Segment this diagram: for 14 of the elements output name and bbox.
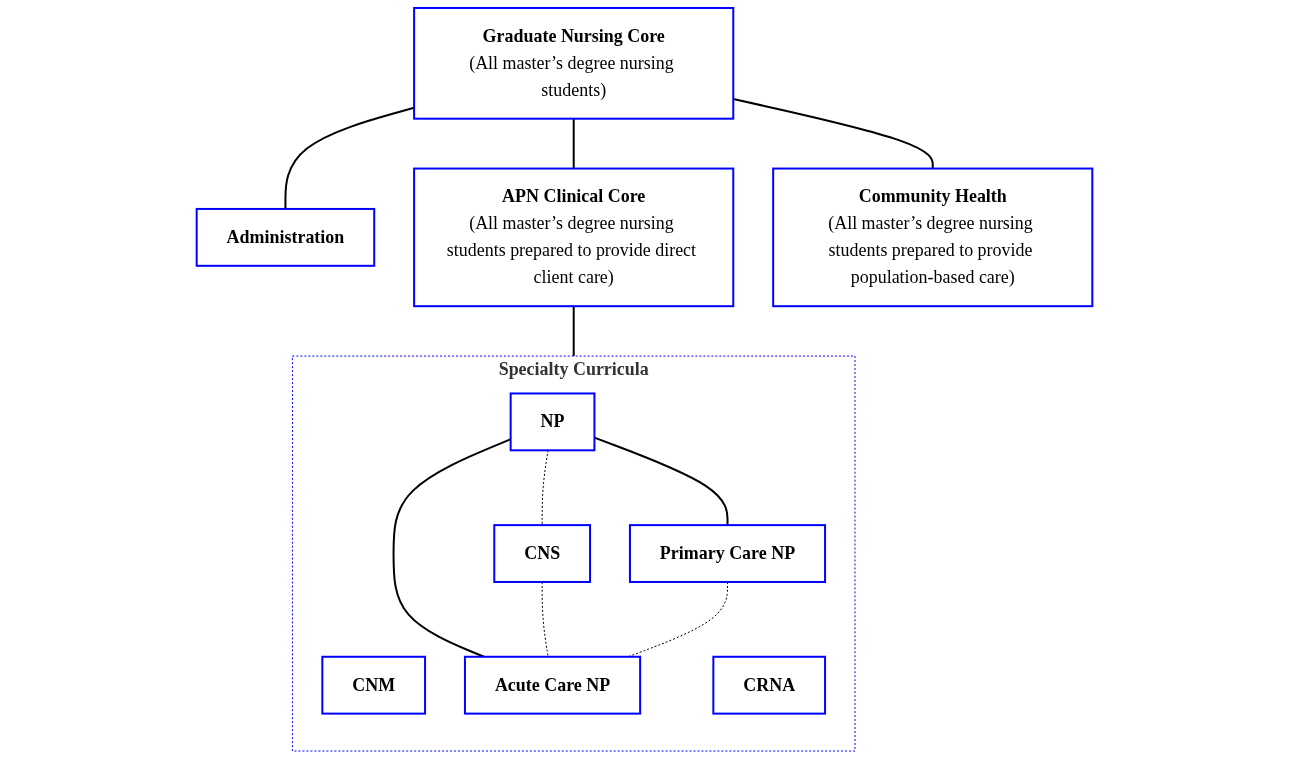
node-box: Community Health (All master’s degree nursing students prepared to provide population-based care) [772, 167, 1094, 308]
node-box: Graduate Nursing Core (All master’s degree nursing students) [413, 7, 735, 120]
node-box: CNS [493, 524, 592, 583]
node-box: Acute Care NP [463, 655, 642, 715]
connector [572, 117, 575, 170]
connector [572, 305, 575, 358]
node-box: Administration [195, 207, 376, 267]
node-box: Primary Care NP [628, 524, 827, 583]
connector [541, 581, 549, 658]
node-box: NP [509, 392, 596, 452]
node-box: CRNA [712, 655, 827, 715]
node-box: CNM [321, 655, 427, 715]
node-box: APN Clinical Core (All master’s degree nursing students prepared to provide direct client care) [413, 167, 735, 308]
connector [541, 449, 549, 526]
